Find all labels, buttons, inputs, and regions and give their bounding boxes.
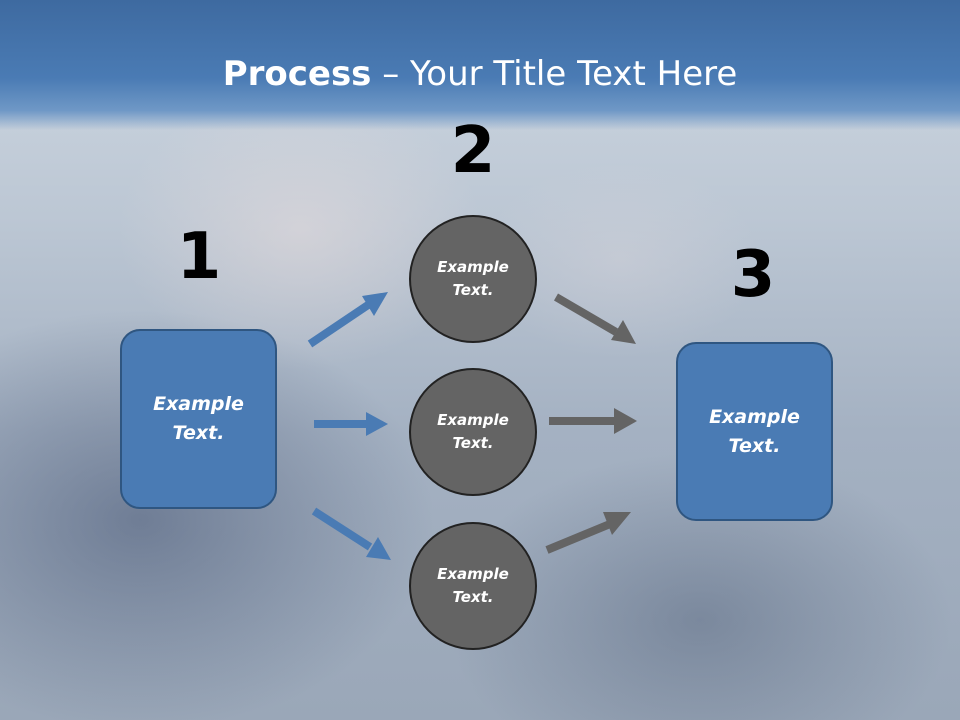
step-2-label-bottom: Example Text. (437, 565, 509, 606)
arrow-bottom-to-3 (545, 512, 631, 554)
arrow-1-to-bottom (311, 507, 391, 560)
arrow-middle-to-3 (549, 408, 637, 434)
arrow-1-to-top (307, 292, 388, 348)
step-1-box: Example Text. (120, 329, 277, 509)
step-3-box: Example Text. (676, 342, 833, 521)
step-2-circle-middle: Example Text. (409, 368, 537, 496)
arrow-1-to-middle (314, 412, 388, 436)
step-number-1: 1 (176, 220, 222, 294)
title-banner (0, 0, 960, 130)
step-2-circle-top: Example Text. (409, 215, 537, 343)
step-1-label: Example Text. (153, 393, 244, 444)
step-number-3: 3 (730, 238, 776, 312)
step-2-circle-bottom: Example Text. (409, 522, 537, 650)
step-3-label: Example Text. (709, 405, 800, 457)
step-2-label-middle: Example Text. (437, 411, 509, 452)
step-2-label-top: Example Text. (437, 258, 509, 299)
title-bold: Process (222, 54, 372, 94)
title-rest: – Your Title Text Here (371, 54, 738, 94)
step-number-2: 2 (450, 114, 496, 188)
arrow-top-to-3 (553, 293, 636, 344)
slide-title: Process – Your Title Text Here (0, 52, 960, 96)
